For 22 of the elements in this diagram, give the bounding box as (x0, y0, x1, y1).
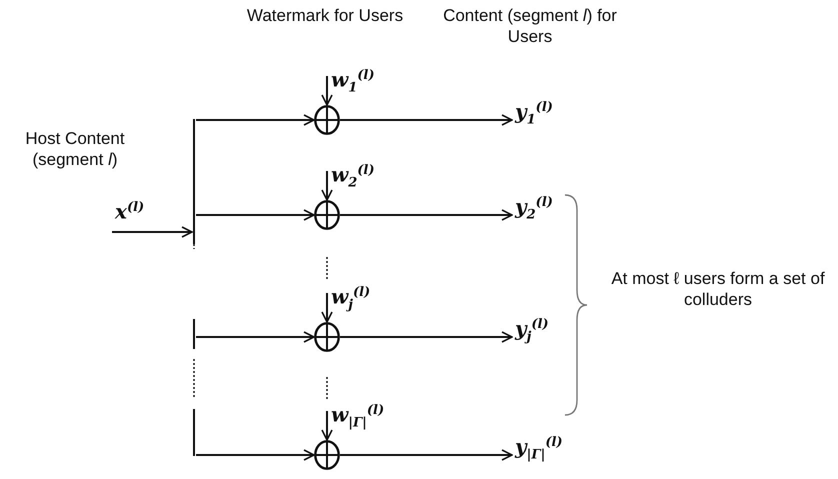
arrow (340, 114, 513, 126)
note-text: At most ℓ users form a set of colluders (610, 268, 826, 310)
arrow (112, 226, 193, 238)
column-heading: Content (segment l) for Users (442, 5, 618, 47)
adder-symbol (314, 200, 340, 230)
arrow (321, 293, 333, 323)
arrow (321, 411, 333, 441)
adder-symbol (314, 440, 340, 470)
arrow (196, 209, 315, 221)
input-caption: Host Content (segment l) (24, 128, 126, 170)
arrow (340, 331, 513, 343)
arrow (321, 171, 333, 201)
adder-symbol (314, 105, 340, 135)
bus-line (192, 119, 196, 456)
arrow (196, 114, 315, 126)
arrow (321, 76, 333, 106)
arrow (196, 331, 315, 343)
arrow (340, 449, 513, 461)
adder-symbol (314, 322, 340, 352)
arrow (196, 449, 315, 461)
arrow (340, 209, 513, 221)
column-heading: Watermark for Users (246, 5, 404, 26)
